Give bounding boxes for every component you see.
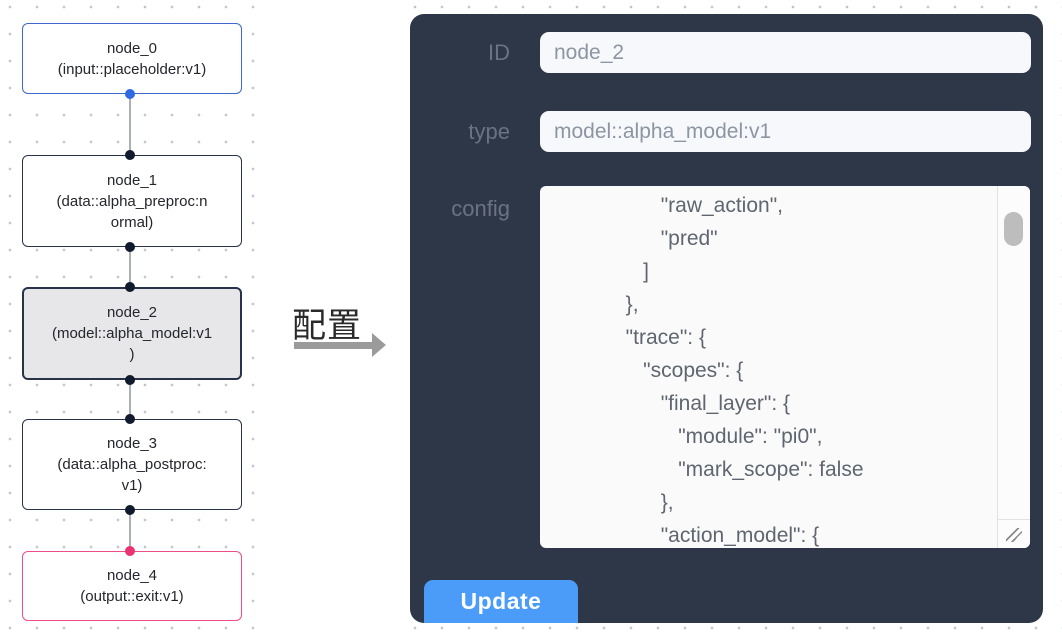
scrollbar-divider <box>998 519 1030 520</box>
node-subtitle: (output::exit:v1) <box>80 588 184 605</box>
node-subtitle: (data::alpha_preproc:n ormal) <box>56 192 208 231</box>
id-input[interactable] <box>540 32 1031 73</box>
arrow-head-icon <box>372 333 386 357</box>
node-title: node_1 <box>106 171 158 189</box>
node-title: node_2 <box>106 304 158 321</box>
config-json-text: "raw_action", "pred" ] }, "trace": { "sc… <box>625 194 864 547</box>
node-title: node_0 <box>106 39 158 57</box>
port-node3-out[interactable] <box>125 505 135 515</box>
scrollbar-track[interactable] <box>997 186 1030 548</box>
arrow-icon <box>294 342 374 349</box>
port-node3-in[interactable] <box>125 414 135 424</box>
port-node0-out[interactable] <box>125 89 135 99</box>
id-label: ID <box>488 40 510 65</box>
node-subtitle: (data::alpha_postproc: v1) <box>57 456 207 494</box>
type-input[interactable] <box>540 111 1031 152</box>
flow-node-node_0[interactable]: node_0 (input::placeholder:v1) <box>22 23 242 94</box>
scrollbar-thumb[interactable] <box>1004 212 1023 246</box>
edge-node3-node4 <box>129 510 131 551</box>
config-textarea[interactable]: "raw_action", "pred" ] }, "trace": { "sc… <box>540 186 1030 548</box>
port-node2-out[interactable] <box>125 375 135 385</box>
flow-node-node_1[interactable]: node_1 (data::alpha_preproc:n ormal) <box>22 155 242 247</box>
config-label: config <box>451 196 510 221</box>
node-subtitle: (model::alpha_model:v1 ) <box>51 325 213 363</box>
port-node1-out[interactable] <box>125 242 135 252</box>
port-node4-in[interactable] <box>125 546 135 556</box>
port-node2-in[interactable] <box>125 282 135 292</box>
edge-node0-node1 <box>129 94 131 155</box>
config-panel: ID type config "raw_action", "pred" ] },… <box>410 14 1043 623</box>
canvas-gap <box>268 0 394 643</box>
node-title: node_3 <box>106 435 158 452</box>
node-title: node_4 <box>106 567 158 584</box>
node-subtitle: (input::placeholder:v1) <box>57 60 207 78</box>
resize-handle-icon[interactable] <box>1006 528 1022 542</box>
flow-node-node_4[interactable]: node_4 (output::exit:v1) <box>22 551 242 621</box>
type-label: type <box>468 119 510 144</box>
port-node1-in[interactable] <box>125 150 135 160</box>
edge-node1-node2 <box>129 247 131 287</box>
flow-node-node_3[interactable]: node_3 (data::alpha_postproc: v1) <box>22 419 242 510</box>
config-annotation-label: 配置 <box>292 307 362 345</box>
edge-node2-node3 <box>129 380 131 419</box>
update-button[interactable]: Update <box>424 580 578 623</box>
flow-node-node_2-selected[interactable]: node_2 (model::alpha_model:v1 ) <box>22 287 242 380</box>
